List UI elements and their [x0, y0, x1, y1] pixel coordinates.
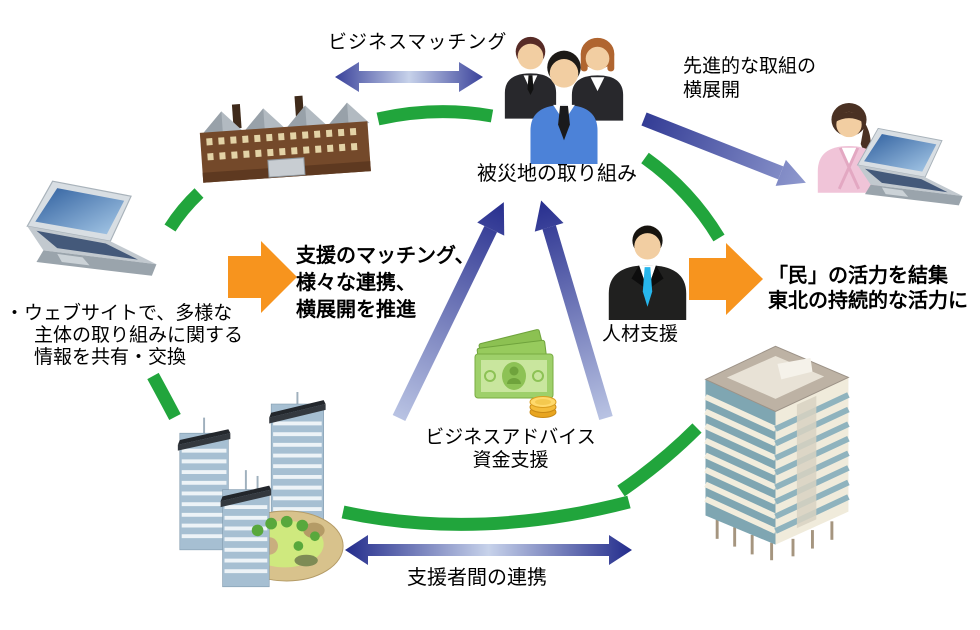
- green-network-ring: [147, 105, 725, 531]
- promote-label: 支援のマッチング、 様々な連携、 横展開を推進: [296, 243, 475, 324]
- promote-line1: 支援のマッチング、: [296, 245, 475, 267]
- support-up-arrow-right: [534, 200, 613, 420]
- website-note-line1: ・ウェブサイトで、多様な: [5, 303, 233, 324]
- advanced-initiatives-arrow: [641, 112, 806, 186]
- promote-arrow: [228, 241, 297, 313]
- city-buildings-icon: [172, 392, 347, 592]
- green-arc-upper-right: [641, 152, 725, 242]
- people-group-icon: [495, 28, 633, 166]
- business-matching-label: ビジネスマッチング: [328, 32, 508, 53]
- supporter-collaboration-label: 支援者間の連携: [407, 567, 547, 589]
- civic-power-line1: 「民」の活力を結集: [768, 265, 948, 287]
- website-note-label: ・ウェブサイトで、多様な 主体の取り組みに関する 情報を共有・交換: [5, 303, 243, 369]
- laptop-icon-right: [850, 128, 972, 218]
- civic-power-line2: 東北の持続的な活力に: [768, 290, 968, 312]
- website-note-line3: 情報を共有・交換: [34, 347, 187, 368]
- advanced-initiatives-label: 先進的な取組の 横展開: [683, 55, 816, 103]
- green-arc-top: [376, 105, 494, 126]
- civic-power-arrow: [689, 243, 763, 315]
- supporter-collaboration-arrow: [345, 535, 632, 565]
- business-advice-label: ビジネスアドバイス 資金支援: [408, 426, 613, 472]
- hr-support-label: 人材支援: [602, 324, 679, 345]
- green-arc-lower-left: [147, 372, 181, 421]
- advanced-initiatives-line1: 先進的な取組の: [683, 56, 817, 77]
- business-matching-arrow: [335, 62, 483, 92]
- office-tower-icon: [688, 328, 863, 563]
- factory-icon: [195, 95, 375, 200]
- support-up-arrow-left: [392, 202, 505, 422]
- businessman-icon: [605, 216, 690, 322]
- promote-line3: 横展開を推進: [296, 299, 416, 321]
- website-note-line2: 主体の取り組みに関する: [34, 325, 244, 346]
- green-arc-bottom: [341, 495, 631, 531]
- promote-line2: 様々な連携、: [296, 272, 416, 294]
- disaster-area-label: 被災地の取り組み: [477, 163, 637, 185]
- green-arc-lower-right: [617, 423, 702, 497]
- laptop-icon-left: [18, 175, 168, 297]
- business-advice-line2: 資金支援: [472, 450, 549, 471]
- civic-power-label: 「民」の活力を結集 東北の持続的な活力に: [768, 264, 968, 314]
- advanced-initiatives-line2: 横展開: [683, 80, 741, 101]
- green-arc-upper-left: [164, 188, 204, 232]
- money-icon: [465, 325, 565, 423]
- business-advice-line1: ビジネスアドバイス: [425, 427, 596, 448]
